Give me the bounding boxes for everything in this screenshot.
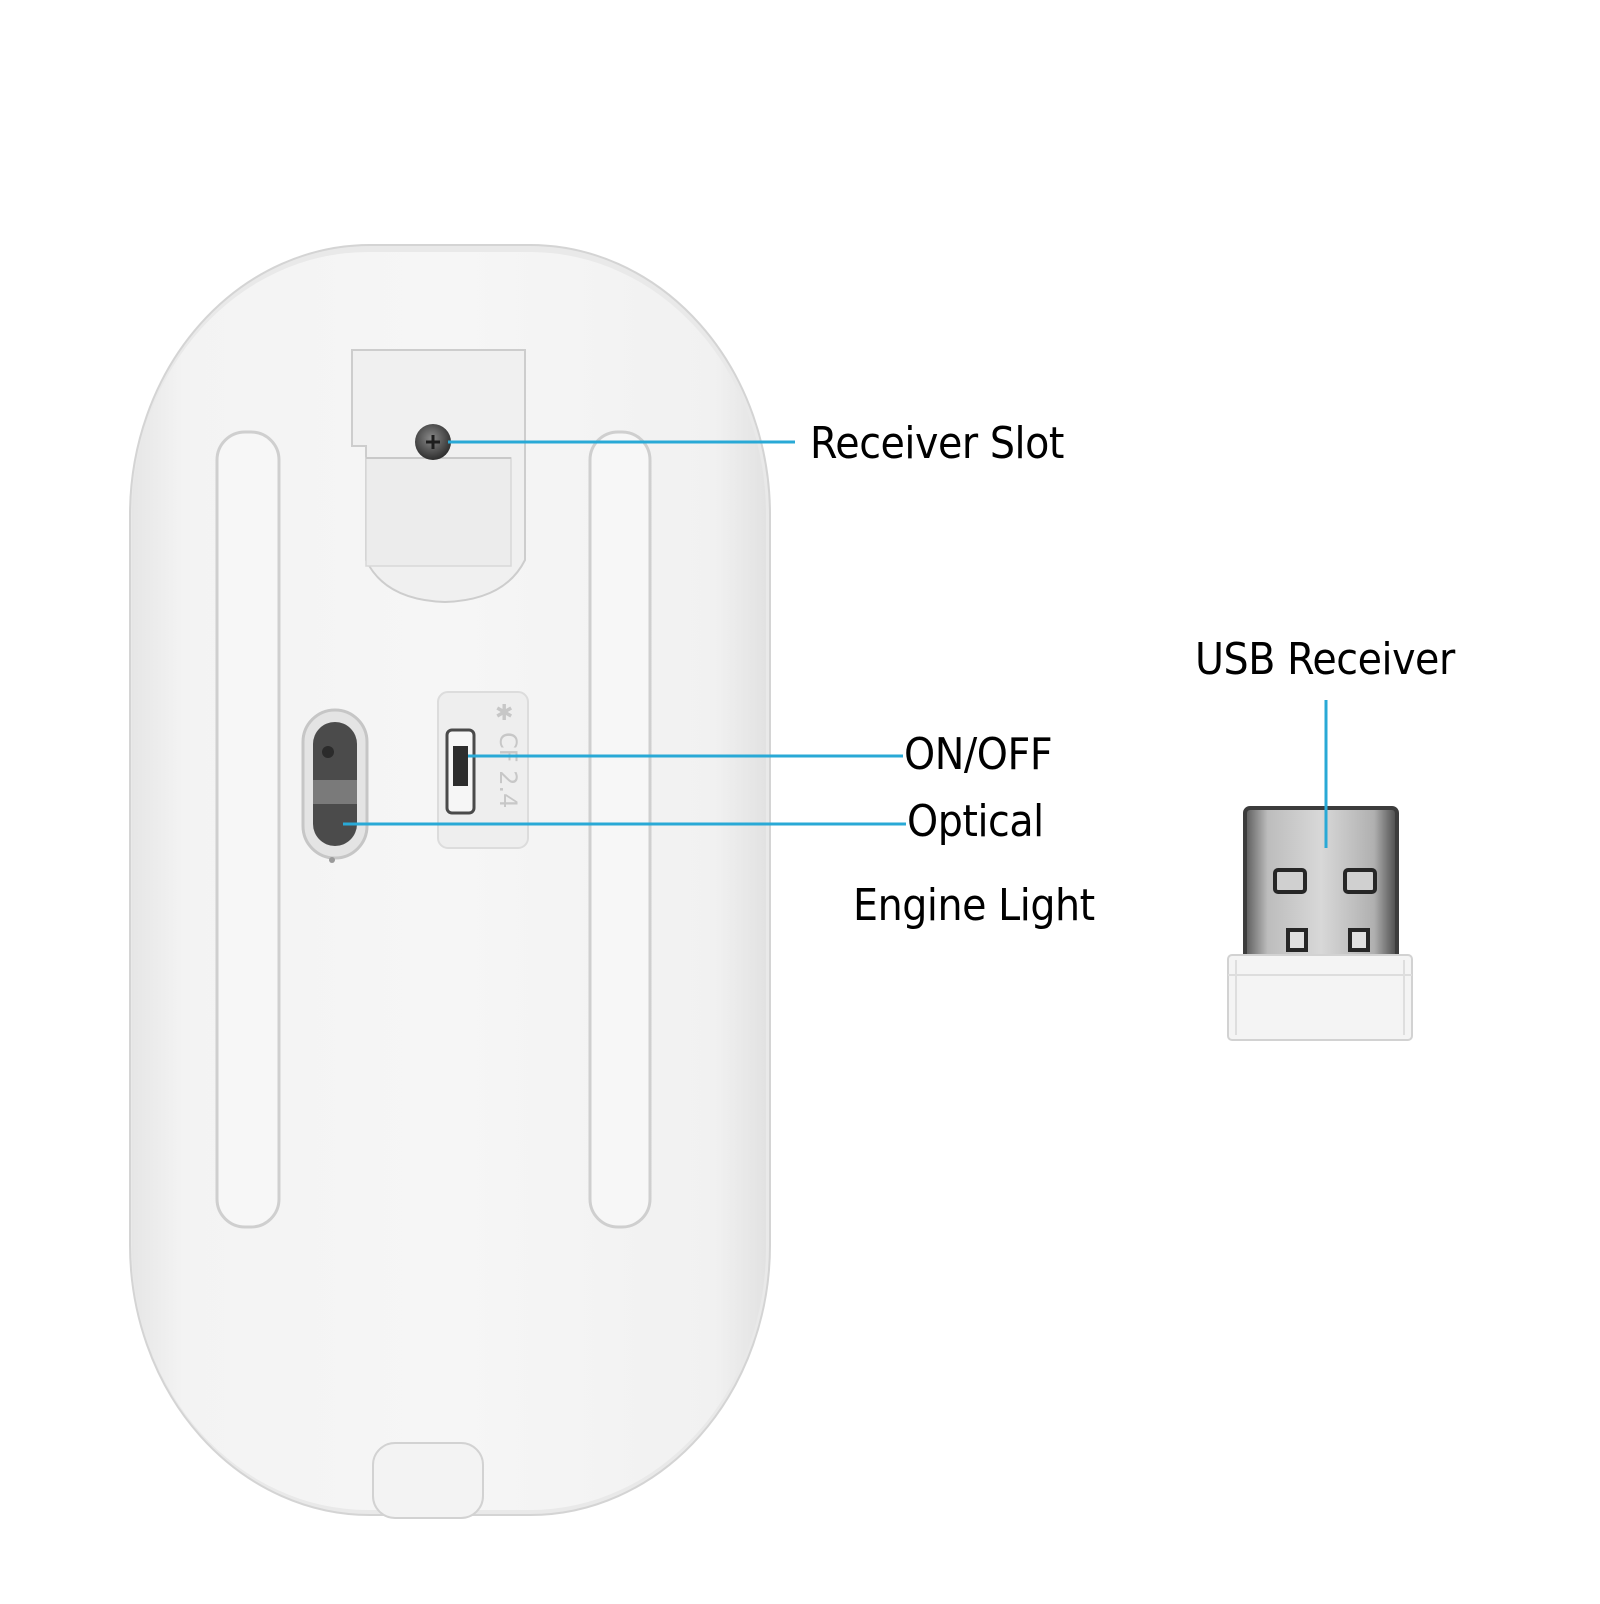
receiver-slot bbox=[351, 349, 526, 604]
usb-receiver-label: USB Receiver bbox=[1195, 634, 1455, 685]
optical-sensor bbox=[301, 708, 369, 863]
engine-light-label: Engine Light bbox=[853, 880, 1095, 931]
switch-marking: CF 2.4 bbox=[494, 732, 522, 808]
power-switch: CF 2.4 ✱ bbox=[437, 691, 529, 849]
usb-plastic-body bbox=[1227, 954, 1413, 1041]
mouse-underside: CF 2.4 ✱ bbox=[129, 244, 771, 1519]
callout-lines bbox=[343, 440, 1328, 848]
receiver-slot-label: Receiver Slot bbox=[810, 418, 1064, 469]
optical-label: Optical bbox=[907, 796, 1044, 847]
left-glide-pad bbox=[215, 430, 281, 1229]
usb-receiver bbox=[1227, 806, 1413, 1041]
bluetooth-icon: ✱ bbox=[495, 701, 513, 726]
right-glide-pad bbox=[588, 430, 652, 1229]
on-off-label: ON/OFF bbox=[904, 729, 1053, 780]
bottom-tab bbox=[372, 1442, 484, 1519]
